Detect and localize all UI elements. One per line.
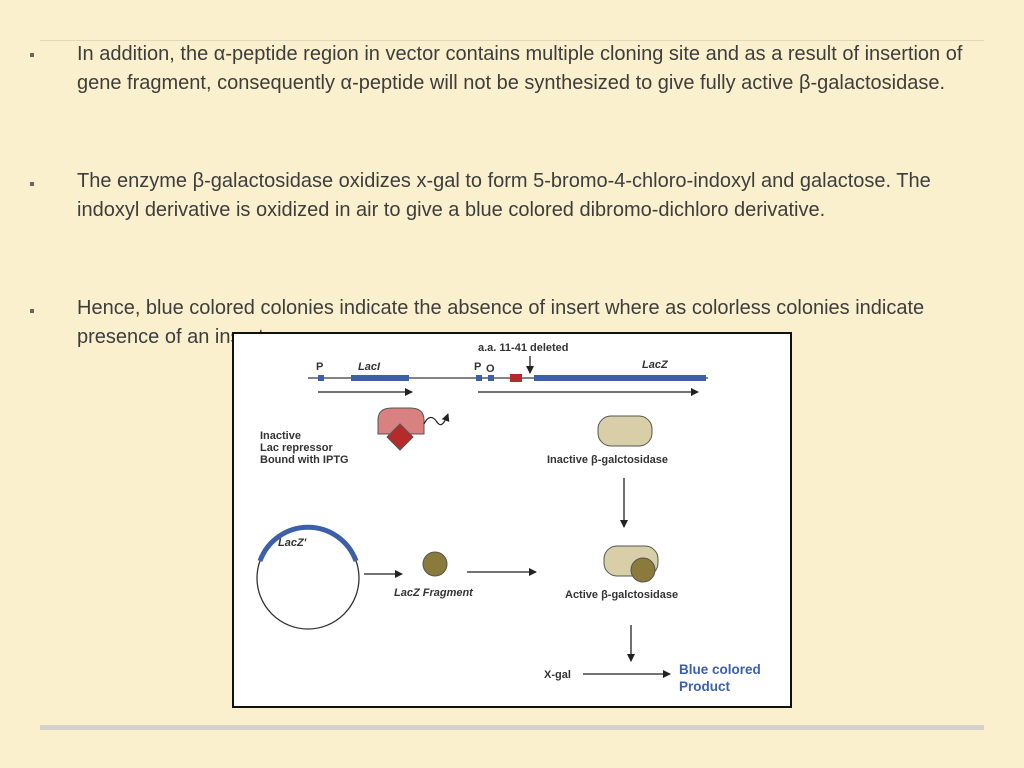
lacz-label: LacZ (642, 359, 669, 371)
promoter-label-1: P (316, 361, 323, 373)
product-label-line-2: Product (679, 679, 731, 694)
product-label-line-1: Blue colored (679, 662, 761, 677)
bullet-text: The enzyme β-galactosidase oxidizes x-ga… (77, 170, 931, 221)
bound-fragment-shape (630, 557, 656, 583)
promoter-box-2 (476, 375, 482, 381)
laci-label: LacI (358, 361, 381, 373)
bullet-marker (30, 53, 34, 57)
operator-box (488, 375, 494, 381)
bullet-text: Hence, blue colored colonies indicate th… (77, 297, 925, 348)
promoter-box-1 (318, 375, 324, 381)
deletion-label: a.a. 11-41 deleted (478, 342, 569, 354)
xgal-label: X-gal (544, 669, 571, 681)
lacz-gene-bar (534, 375, 706, 381)
lac-operon-figure: P LacI P O a.a. 11-41 deleted LacZ Inact… (232, 332, 792, 708)
inactive-enzyme-shape (597, 415, 653, 447)
laci-gene-bar (351, 375, 409, 381)
fragment-label: LacZ Fragment (394, 587, 474, 599)
iptg-inducer-icon (386, 423, 414, 451)
repressor-label-line-1: Inactive (260, 430, 301, 442)
release-arrow (423, 413, 450, 426)
top-divider (40, 40, 984, 41)
lacz-fragment-shape (422, 551, 448, 577)
promoter-label-2: P (474, 361, 481, 373)
active-enzyme-label: Active β-galctosidase (565, 589, 678, 601)
bullet-marker (30, 182, 34, 186)
repressor-label-line-3: Bound with IPTG (260, 454, 349, 466)
deleted-region-marker (510, 374, 522, 382)
operator-label: O (486, 363, 495, 375)
bullet-text: In addition, the α-peptide region in vec… (77, 43, 963, 94)
plasmid-gene-label: LacZ' (278, 537, 307, 549)
figure-canvas: P LacI P O a.a. 11-41 deleted LacZ Inact… (256, 342, 761, 694)
bottom-divider (40, 725, 984, 730)
lac-repressor-shape (377, 407, 425, 435)
repressor-label-line-2: Lac repressor (260, 442, 333, 454)
inactive-enzyme-label: Inactive β-galctosidase (547, 454, 668, 466)
bullet-marker (30, 309, 34, 313)
lacz-prime-segment (257, 524, 359, 562)
